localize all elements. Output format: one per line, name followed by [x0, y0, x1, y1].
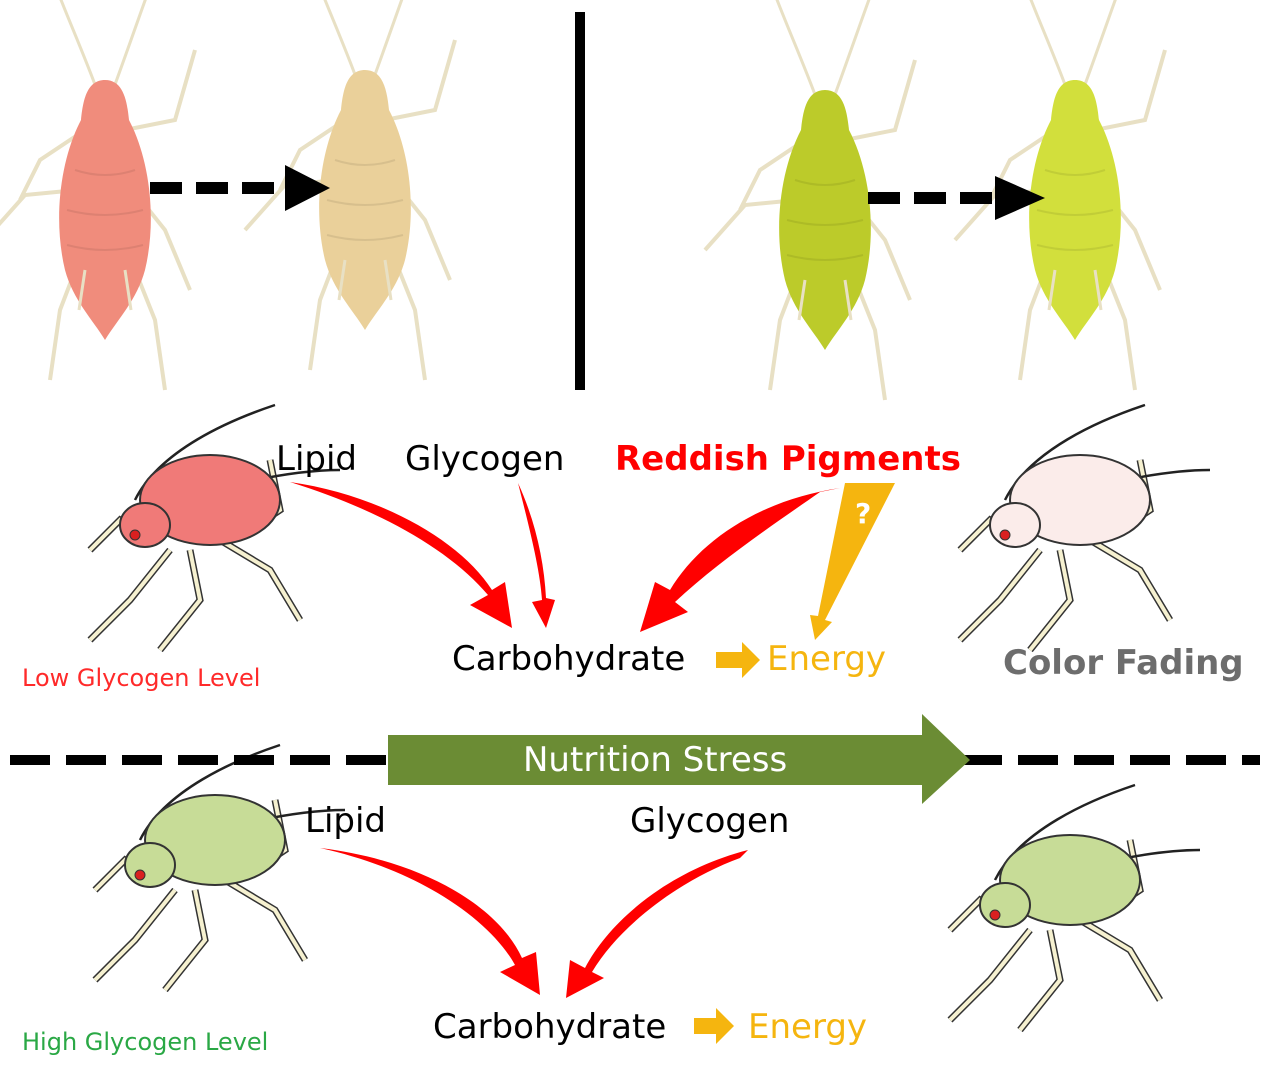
carbohydrate-label-lower: Carbohydrate [433, 1007, 667, 1047]
faded-aphid-photo-icon [243, 0, 457, 382]
high-glycogen-caption: High Glycogen Level [22, 1028, 269, 1056]
top-right-dashed-arrow [868, 176, 1045, 220]
faded-aphid-drawing-icon [960, 405, 1210, 650]
pigments-arrow [640, 488, 840, 632]
vertical-divider [575, 12, 585, 390]
glycogen-label-lower: Glycogen [630, 801, 790, 841]
glycogen-arrow-lower [566, 850, 748, 998]
energy-label-upper: Energy [767, 639, 887, 679]
question-mark: ? [855, 497, 872, 530]
normal-aphid-drawing-icon [950, 785, 1200, 1030]
pigment-energy-arrow [810, 483, 895, 640]
energy-label-lower: Energy [748, 1007, 868, 1047]
carbohydrate-label-upper: Carbohydrate [452, 639, 686, 679]
lipid-arrow-upper [290, 482, 512, 628]
glycogen-label-upper: Glycogen [405, 439, 565, 479]
nutrition-stress-label: Nutrition Stress [523, 740, 788, 780]
low-glycogen-caption: Low Glycogen Level [22, 664, 261, 692]
energy-arrow-lower [694, 1008, 734, 1044]
lipid-label-lower: Lipid [305, 801, 386, 841]
glycogen-arrow-upper [518, 483, 555, 628]
energy-arrow-upper [716, 642, 760, 678]
lipid-label-upper: Lipid [276, 439, 357, 479]
top-left-dashed-arrow [150, 165, 330, 211]
reddish-pigments-label: Reddish Pigments [615, 439, 961, 479]
color-fading-caption: Color Fading [1003, 643, 1244, 683]
red-aphid-photo-icon [0, 0, 197, 392]
high-glycogen-aphid-icon [95, 745, 345, 990]
lipid-arrow-lower [320, 848, 540, 995]
nutrition-stress-arrow [388, 714, 970, 804]
